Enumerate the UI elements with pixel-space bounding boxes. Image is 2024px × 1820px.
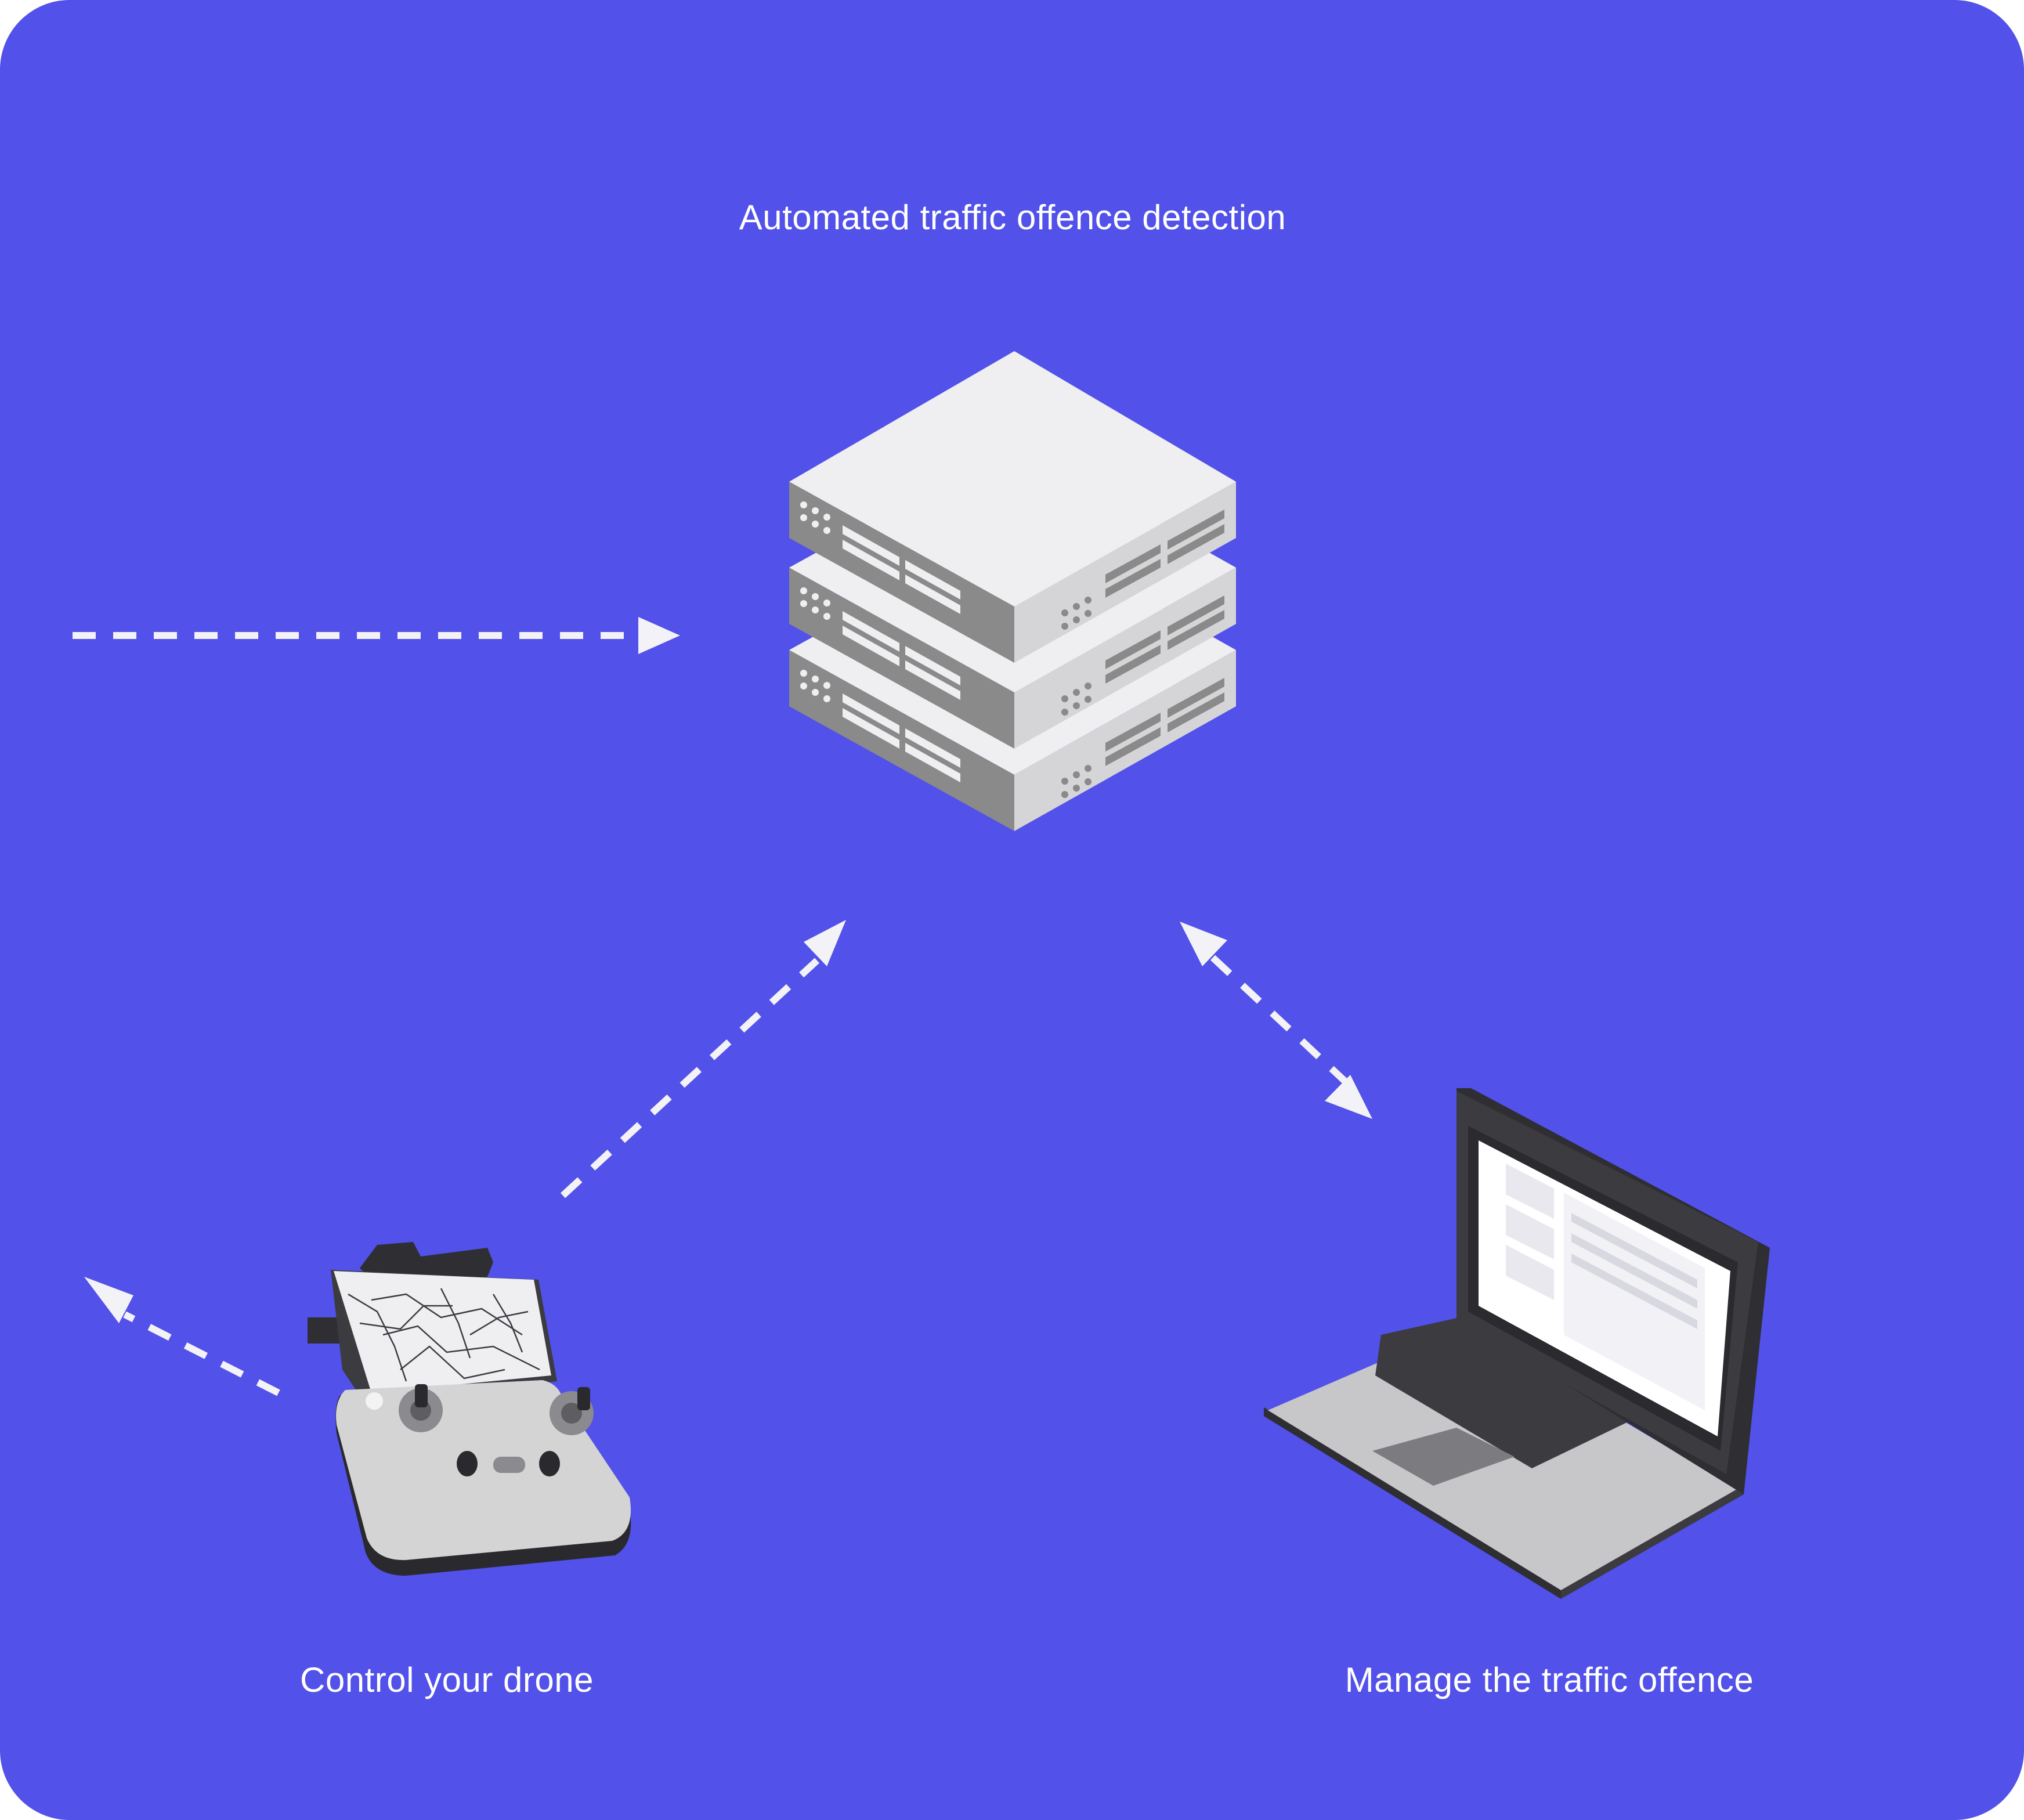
- drone-controller-icon: [308, 1242, 631, 1576]
- arrow-controller-to-drone: [84, 1277, 280, 1396]
- arrows: [73, 617, 1372, 1396]
- arrow-server-laptop-bidirectional: [1180, 922, 1372, 1119]
- server-rack-icon: [789, 351, 1236, 831]
- laptop-label: Manage the traffic offence: [1344, 1660, 1754, 1699]
- controller-label: Control your drone: [300, 1660, 594, 1699]
- server-unit-top: [789, 351, 1236, 663]
- diagram-title: Automated traffic offence detection: [739, 198, 1286, 237]
- arrow-incoming-to-server: [73, 617, 680, 654]
- laptop-icon: [1264, 1088, 1770, 1599]
- arrow-controller-to-server: [560, 920, 846, 1198]
